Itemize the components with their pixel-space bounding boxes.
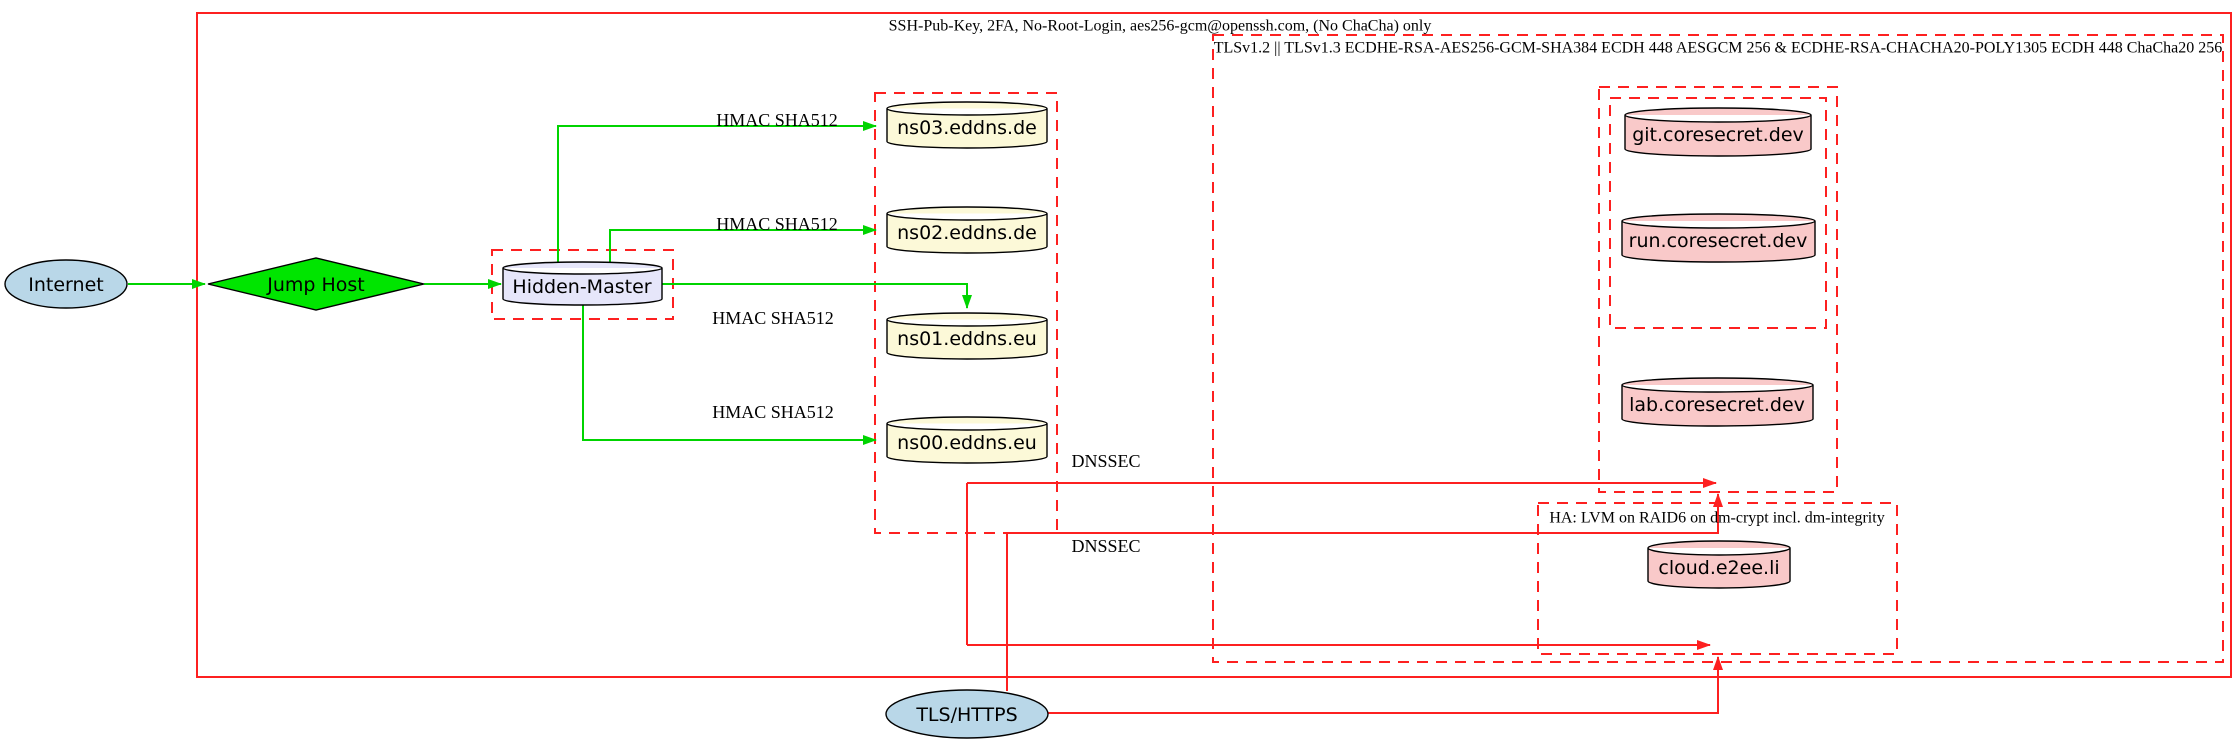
dnssec-label-2: DNSSEC: [1071, 536, 1140, 556]
git-node: [1624, 107, 1812, 157]
tls-https-label: TLS/HTTPS: [915, 704, 1017, 726]
edge-hiddenmaster-ns03: [557, 121, 877, 263]
run-node: [1621, 213, 1816, 263]
lab-label: lab.coresecret.dev: [1629, 394, 1805, 416]
edge-hiddenmaster-ns02: [609, 225, 877, 263]
ns03-node: [886, 101, 1048, 149]
jump-host-label: Jump Host: [266, 274, 365, 296]
ns02-node: [886, 206, 1048, 254]
edge-tls-to-coresecret: [1006, 493, 1723, 691]
jump-host-node: [207, 257, 425, 311]
ssh-cluster-label: SSH-Pub-Key, 2FA, No-Root-Login, aes256-…: [889, 18, 1432, 35]
internet-node: [4, 259, 128, 309]
git-run-cluster-box: [1609, 97, 1827, 329]
ssh-cluster-box: [196, 12, 2232, 678]
hidden-master-label: Hidden-Master: [512, 276, 651, 298]
ns00-label: ns00.eddns.eu: [897, 432, 1037, 454]
edge-tls-to-ha: [1048, 656, 1723, 714]
ns00-node: [886, 416, 1048, 464]
ns01-node: [886, 312, 1048, 360]
ns02-label: ns02.eddns.de: [897, 222, 1037, 244]
tls-cluster-box: [1212, 34, 2224, 663]
coresecret-cluster-box: [1598, 86, 1838, 493]
run-label: run.coresecret.dev: [1629, 230, 1808, 252]
ns01-label: ns01.eddns.eu: [897, 328, 1037, 350]
hmac-label-ns02: HMAC SHA512: [716, 214, 838, 234]
hmac-label-ns03: HMAC SHA512: [716, 110, 838, 130]
lab-node: [1621, 377, 1814, 427]
hidden-master-node: [502, 261, 663, 306]
hmac-label-ns00: HMAC SHA512: [712, 402, 834, 422]
edge-hiddenmaster-ns00: [582, 304, 877, 445]
internet-label: Internet: [28, 274, 103, 296]
edge-hiddenmaster-ns01: [662, 283, 972, 309]
dnssec-label-1: DNSSEC: [1071, 451, 1140, 471]
ha-cluster-label: HA: LVM on RAID6 on dm-crypt incl. dm-in…: [1549, 510, 1884, 527]
tls-https-node: [885, 689, 1049, 739]
cloud-node: [1647, 540, 1791, 589]
tls-cluster-label: TLSv1.2 || TLSv1.3 ECDHE-RSA-AES256-GCM-…: [1214, 40, 2223, 57]
ns03-label: ns03.eddns.de: [897, 117, 1037, 139]
cloud-label: cloud.e2ee.li: [1658, 557, 1779, 579]
hmac-label-ns01: HMAC SHA512: [712, 308, 834, 328]
git-label: git.coresecret.dev: [1632, 124, 1804, 146]
